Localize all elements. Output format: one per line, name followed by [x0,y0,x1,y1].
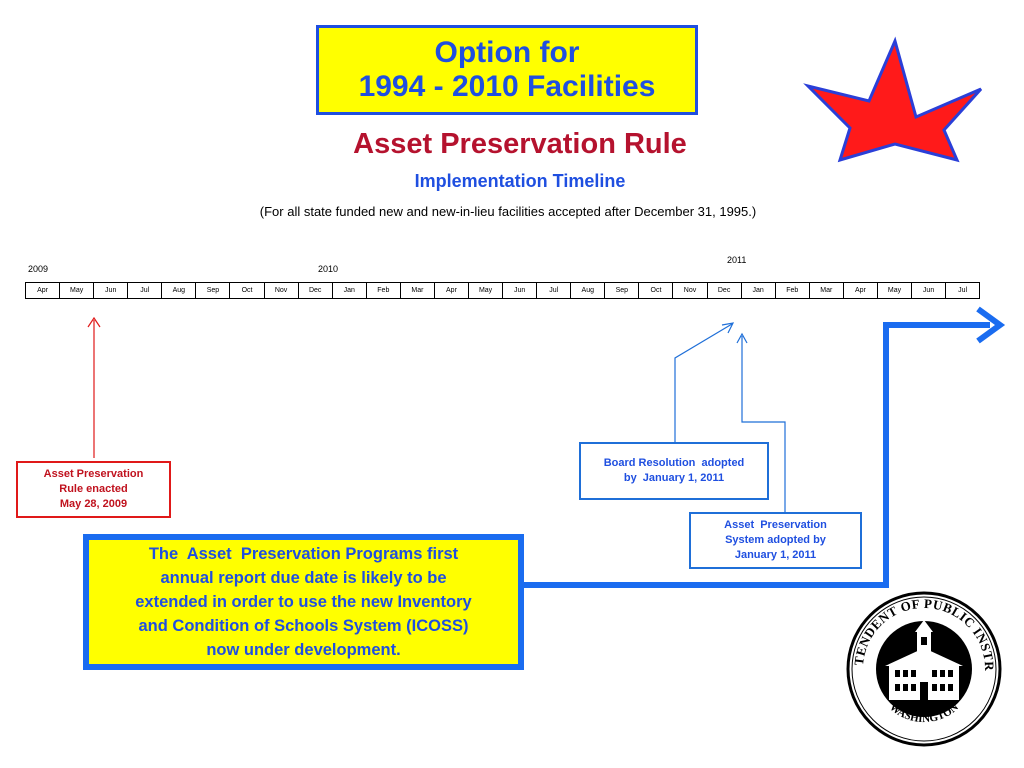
system-arrow [741,336,786,512]
rule-enacted-callout: Asset Preservation Rule enacted May 28, … [16,461,171,518]
callout-line: by January 1, 2011 [623,472,725,484]
callout-line: Asset Preservation [43,468,144,480]
month-cell: Nov [265,283,299,298]
year-label-2010: 2010 [318,264,339,274]
month-cell: Jul [128,283,163,298]
option-title-line1: Option for [434,36,580,69]
month-timeline: Apr May Jun Jul Aug Sep Oct Nov Dec Jan … [25,282,980,299]
report-line: The Asset Preservation Programs first [148,545,459,563]
month-cell: Apr [435,283,470,298]
callout-line: May 28, 2009 [59,498,128,510]
month-cell: Mar [810,283,844,298]
month-cell: Dec [708,283,742,298]
callout-line: Rule enacted [59,483,128,495]
board-arrow [674,323,733,442]
month-cell: Sep [605,283,640,298]
month-cell: Feb [776,283,810,298]
callout-line: Asset Preservation [724,519,827,531]
month-cell: Jun [912,283,947,298]
annual-report-callout: The Asset Preservation Programs first an… [83,534,524,670]
month-cell: Jan [333,283,367,298]
report-arrowhead [976,306,1006,344]
page-title: Asset Preservation Rule [353,128,687,160]
month-cell: May [469,283,504,298]
system-arrowhead [736,332,748,344]
month-cell: May [60,283,95,298]
month-cell: Mar [401,283,435,298]
month-cell: Jul [537,283,572,298]
star-icon [803,36,983,163]
seal-icon: SUPERINTENDENT OF PUBLIC INSTRUCTION WAS… [840,578,1002,747]
report-line: annual report due date is likely to be [160,569,447,587]
month-cell: Aug [571,283,606,298]
month-cell: Jun [503,283,538,298]
month-cell: Oct [639,283,674,298]
month-cell: May [878,283,913,298]
callout-line: System adopted by [725,534,826,546]
report-line: and Condition of Schools System (ICOSS) [138,617,469,635]
page-subtitle: Implementation Timeline [414,171,626,191]
enacted-arrowhead [87,316,101,328]
scope-note: (For all state funded new and new-in-lie… [259,204,757,219]
month-cell: Jun [94,283,129,298]
report-line: now under development. [206,641,401,659]
board-resolution-callout: Board Resolution adopted by January 1, 2… [579,442,769,500]
year-label-2011: 2011 [727,255,747,265]
callout-line: Board Resolution adopted [603,457,745,469]
month-cell: Apr [844,283,878,298]
month-cell: Apr [26,283,61,298]
callout-line: January 1, 2011 [734,549,817,561]
month-cell: Oct [230,283,265,298]
report-arrow [524,322,990,588]
year-label-2009: 2009 [28,264,49,274]
month-cell: Jan [742,283,776,298]
month-cell: Dec [299,283,333,298]
report-line: extended in order to use the new Invento… [135,593,472,611]
month-cell: Aug [162,283,197,298]
month-cell: Sep [196,283,231,298]
system-adopted-callout: Asset Preservation System adopted by Jan… [689,512,862,569]
month-cell: Nov [673,283,708,298]
option-title-box: Option for 1994 - 2010 Facilities [316,25,698,115]
month-cell: Feb [367,283,401,298]
board-arrowhead [721,322,735,334]
option-title-line2: 1994 - 2010 Facilities [358,70,656,103]
month-cell: Jul [958,287,968,294]
